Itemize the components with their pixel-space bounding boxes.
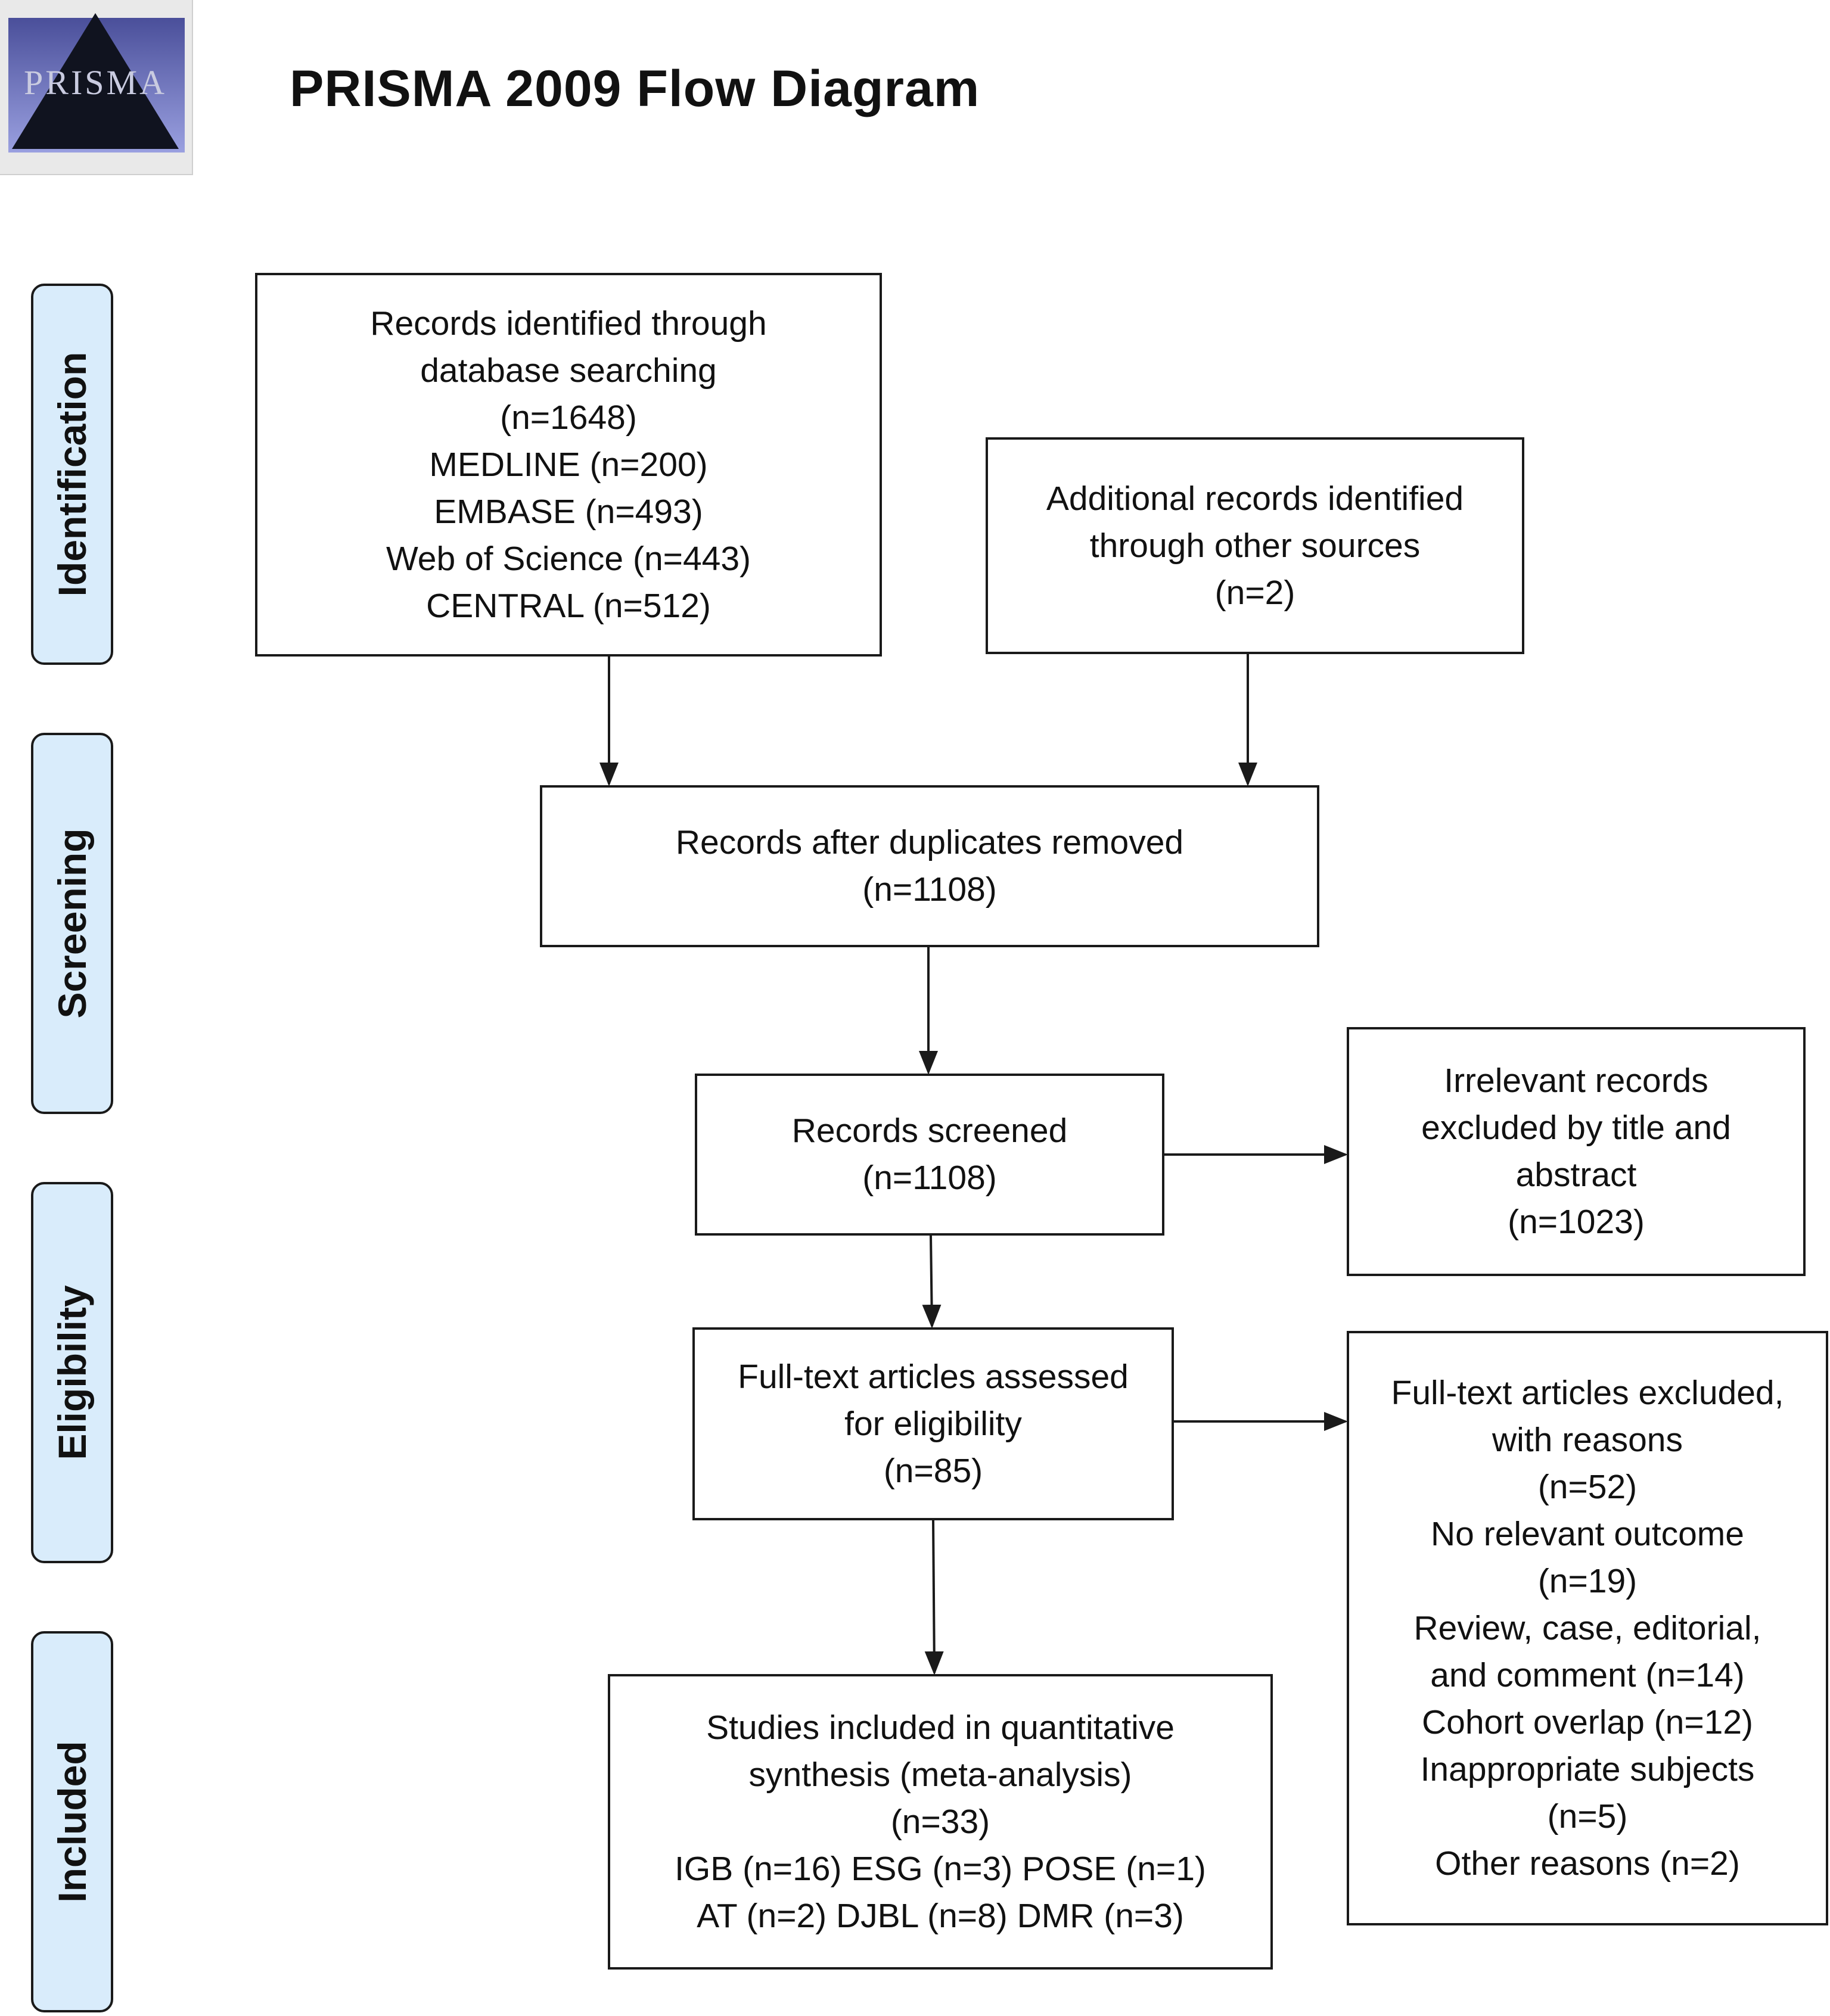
box-excluded-title-abstract: Irrelevant records excluded by title and… [1347, 1027, 1806, 1276]
stage-screening: Screening [31, 733, 113, 1114]
stage-included: Included [31, 1631, 113, 2012]
arrow-assessed-to-included [924, 1520, 944, 1675]
box-full-text-assessed: Full-text articles assessed for eligibil… [692, 1327, 1174, 1520]
stage-eligibility: Eligibility [31, 1182, 113, 1563]
box-records-screened: Records screened (n=1108) [695, 1074, 1164, 1236]
box-database-search: Records identified through database sear… [255, 273, 882, 657]
stage-identification: Identification [31, 284, 113, 665]
page-title: PRISMA 2009 Flow Diagram [290, 60, 980, 117]
box-other-sources: Additional records identified through ot… [986, 437, 1524, 654]
arrow-screened-to-assessed [922, 1235, 942, 1329]
svg-text:PRISMA: PRISMA [24, 63, 167, 102]
prisma-logo: PRISMA [0, 0, 193, 175]
box-studies-included: Studies included in quantitative synthes… [608, 1674, 1273, 1970]
box-full-text-excluded: Full-text articles excluded, with reason… [1347, 1331, 1828, 1925]
box-duplicates-removed: Records after duplicates removed (n=1108… [540, 785, 1319, 947]
